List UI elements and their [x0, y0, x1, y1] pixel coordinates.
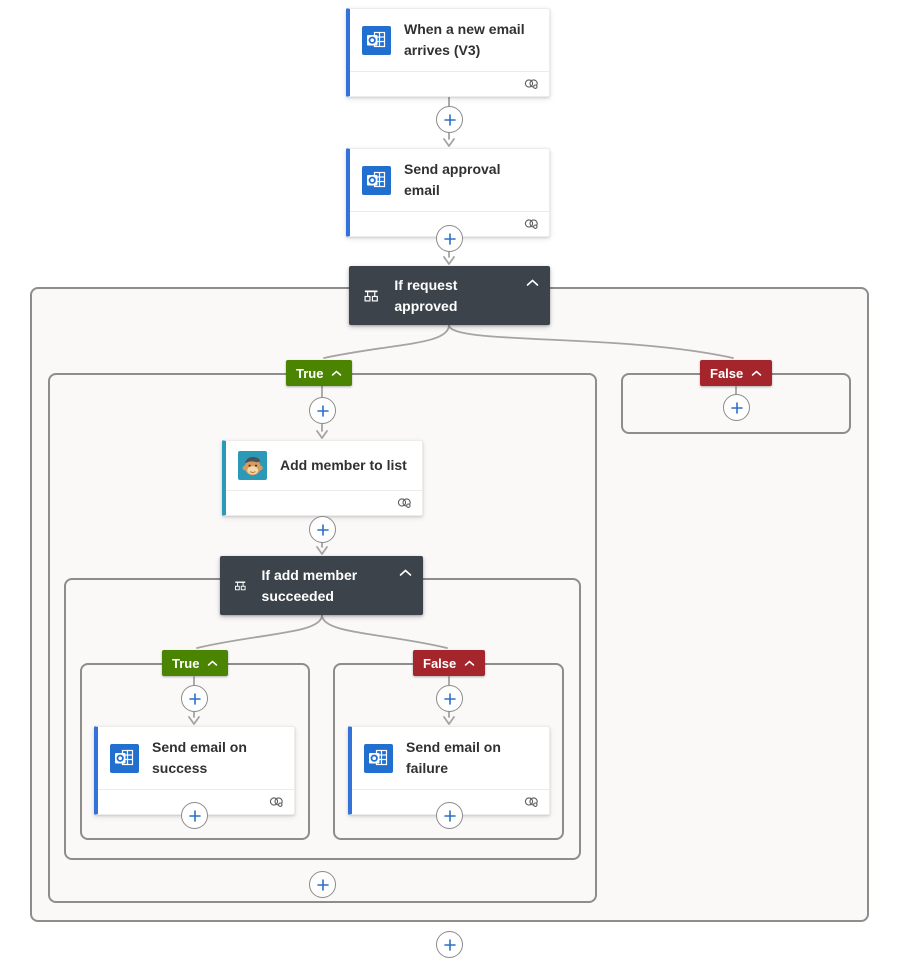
branch-badge-true[interactable]: True: [286, 360, 353, 386]
plus-icon: [443, 232, 456, 245]
plus-icon: [443, 809, 456, 822]
badge-label: False: [710, 365, 744, 381]
condition-title: If request approved: [394, 276, 458, 314]
card-header: Send email on success: [98, 727, 294, 789]
plus-icon: [188, 692, 201, 705]
add-step-button[interactable]: [309, 516, 336, 543]
plus-icon: [443, 113, 456, 126]
plus-icon: [443, 692, 456, 705]
connection-icon: [269, 797, 283, 807]
add-step-button[interactable]: [436, 225, 463, 252]
plus-icon: [443, 938, 456, 951]
connection-icon: [524, 79, 538, 89]
card-header: When a new email arrives (V3): [350, 9, 549, 71]
connection-icon: [397, 498, 411, 508]
condition-card-if-request-approved[interactable]: If request approved: [349, 266, 550, 325]
card-footer: [352, 789, 549, 814]
add-step-button[interactable]: [723, 394, 750, 421]
card-footer: [226, 490, 422, 515]
badge-label: False: [423, 655, 457, 671]
branch-badge-false[interactable]: False: [700, 360, 773, 386]
card-title: Add member to list: [280, 457, 407, 473]
chevron-up-icon[interactable]: [207, 660, 218, 667]
chevron-up-icon[interactable]: [751, 370, 762, 377]
plus-icon: [316, 878, 329, 891]
add-step-button[interactable]: [309, 871, 336, 898]
action-card-send-email-on-success[interactable]: Send email on success: [94, 726, 295, 815]
chevron-up-icon[interactable]: [331, 370, 342, 377]
outlook-icon: [362, 25, 391, 55]
plus-icon: [730, 401, 743, 414]
action-card-send-email-on-failure[interactable]: Send email on failure: [348, 726, 550, 815]
plus-icon: [316, 404, 329, 417]
card-footer: [98, 789, 294, 814]
chevron-up-icon[interactable]: [464, 660, 475, 667]
outlook-icon: [110, 743, 139, 773]
add-step-button[interactable]: [436, 685, 463, 712]
card-header: Add member to list: [226, 441, 422, 490]
action-card-add-member-to-list[interactable]: Add member to list: [222, 440, 423, 516]
badge-label: True: [172, 655, 200, 671]
condition-icon: [364, 290, 378, 302]
card-footer: [350, 211, 549, 236]
plus-icon: [188, 809, 201, 822]
card-title: Send email on success: [152, 739, 247, 776]
add-step-button[interactable]: [436, 106, 463, 133]
inner-branch-badge-true[interactable]: True: [162, 650, 229, 676]
inner-branch-badge-false[interactable]: False: [413, 650, 486, 676]
action-card-send-approval-email[interactable]: Send approval email: [346, 148, 550, 237]
card-title: Send approval email: [404, 161, 501, 198]
add-step-button[interactable]: [436, 931, 463, 958]
add-step-button[interactable]: [181, 802, 208, 829]
connection-icon: [524, 797, 538, 807]
add-step-button[interactable]: [309, 397, 336, 424]
add-step-button[interactable]: [181, 685, 208, 712]
card-title: Send email on failure: [406, 739, 501, 776]
badge-label: True: [296, 365, 324, 381]
outlook-icon: [364, 743, 393, 773]
card-header: Send approval email: [350, 149, 549, 211]
chevron-up-icon[interactable]: [526, 279, 539, 287]
plus-icon: [316, 523, 329, 536]
trigger-card-when-new-email-arrives[interactable]: When a new email arrives (V3): [346, 8, 550, 97]
outlook-icon: [362, 165, 391, 195]
card-header: Send email on failure: [352, 727, 549, 789]
chevron-up-icon[interactable]: [399, 569, 412, 577]
condition-card-if-add-member-succeeded[interactable]: If add member succeeded: [220, 556, 423, 615]
condition-icon: [234, 581, 246, 591]
card-footer: [350, 71, 549, 96]
connection-icon: [524, 219, 538, 229]
mailchimp-icon: [238, 451, 267, 480]
add-step-button[interactable]: [436, 802, 463, 829]
card-title: When a new email arrives (V3): [404, 21, 525, 58]
condition-title: If add member succeeded: [261, 566, 358, 604]
